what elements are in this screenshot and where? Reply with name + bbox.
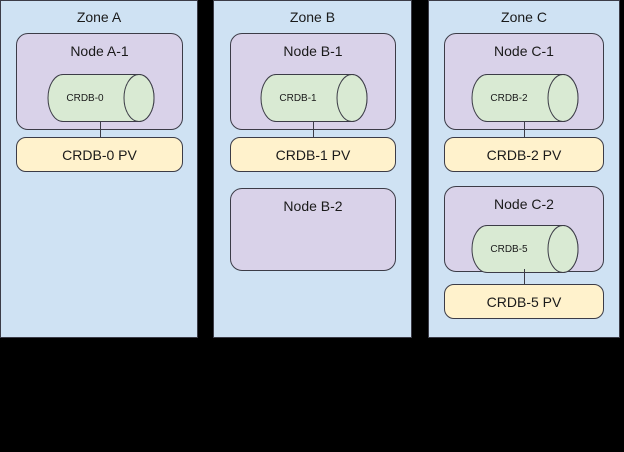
connector-line-node-b-1 xyxy=(313,122,314,137)
persistent-volume-crdb-1-pv: CRDB-1 PV xyxy=(230,137,396,172)
connector-line-node-a-1 xyxy=(100,122,101,137)
node-title: Node C-1 xyxy=(494,43,554,59)
pv-label: CRDB-0 PV xyxy=(62,146,137,163)
node-node-b-2: Node B-2 xyxy=(230,188,396,271)
connector-line-node-c-1 xyxy=(524,122,525,137)
database-cylinder-crdb-2: CRDB-2 xyxy=(471,74,579,122)
database-cylinder-crdb-1: CRDB-1 xyxy=(260,74,368,122)
node-title: Node A-1 xyxy=(70,43,129,59)
connector-line-node-c-2 xyxy=(524,269,525,284)
cylinder-shape xyxy=(260,74,368,122)
database-cylinder-crdb-5: CRDB-5 xyxy=(471,225,579,273)
cylinder-shape xyxy=(471,74,579,122)
persistent-volume-crdb-0-pv: CRDB-0 PV xyxy=(16,137,183,172)
node-title: Node C-2 xyxy=(494,196,554,212)
cylinder-shape xyxy=(47,74,155,122)
zone-title: Zone B xyxy=(289,9,336,25)
node-title: Node B-2 xyxy=(283,198,343,214)
pv-label: CRDB-1 PV xyxy=(275,146,351,163)
node-title: Node B-1 xyxy=(283,43,343,59)
cylinder-shape xyxy=(471,225,579,273)
database-cylinder-crdb-0: CRDB-0 xyxy=(47,74,155,122)
persistent-volume-crdb-2-pv: CRDB-2 PV xyxy=(444,137,604,172)
pv-label: CRDB-2 PV xyxy=(486,146,562,163)
zone-title: Zone C xyxy=(501,9,547,25)
zone-title: Zone A xyxy=(76,9,122,25)
pv-label: CRDB-5 PV xyxy=(486,293,562,310)
persistent-volume-crdb-5-pv: CRDB-5 PV xyxy=(444,284,604,319)
